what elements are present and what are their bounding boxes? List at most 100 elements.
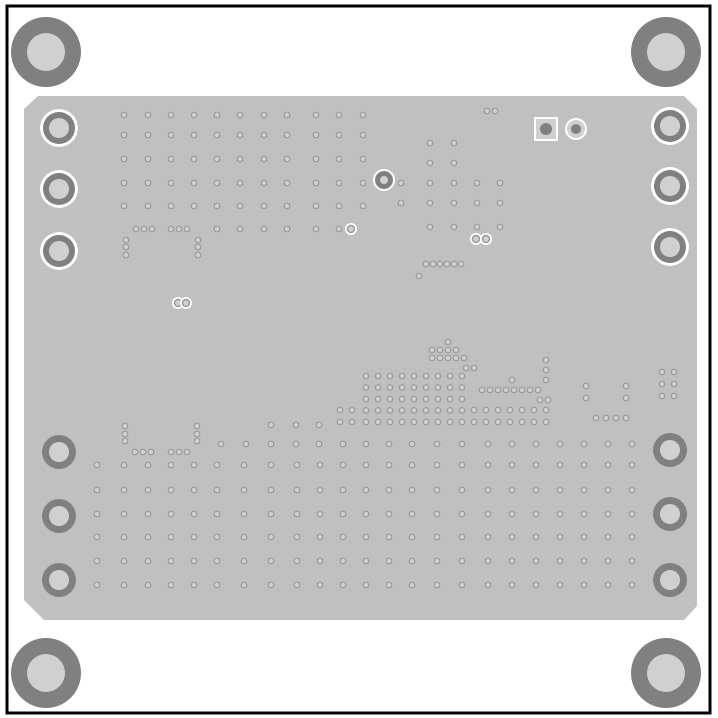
pad-drill [660,176,680,196]
via [260,155,268,163]
via [131,448,139,456]
via [335,131,343,139]
via [508,581,516,589]
via [580,461,588,469]
via [446,418,454,426]
via [183,225,191,233]
via [181,298,191,308]
via [120,111,128,119]
via [386,395,394,403]
via [397,179,405,187]
via [494,386,502,394]
via [582,394,590,402]
via [293,557,301,565]
via [348,418,356,426]
via [175,448,183,456]
via [213,155,221,163]
via [422,418,430,426]
via [422,260,430,268]
via [532,533,540,541]
via [190,510,198,518]
via [580,510,588,518]
via [362,395,370,403]
via [530,406,538,414]
pad-drill [49,506,69,526]
via [93,486,101,494]
via [385,440,393,448]
via [494,418,502,426]
pad-drill [49,241,69,261]
via [336,418,344,426]
via [144,557,152,565]
via [385,557,393,565]
via [362,440,370,448]
via [316,461,324,469]
via [426,139,434,147]
via [458,581,466,589]
via [194,251,202,259]
via [240,461,248,469]
via [339,440,347,448]
pad-drill [49,179,69,199]
via [580,486,588,494]
via [385,581,393,589]
via [339,533,347,541]
via [122,243,130,251]
via [518,418,526,426]
via [312,131,320,139]
via [359,179,367,187]
via [410,418,418,426]
via [458,395,466,403]
via [670,368,678,376]
via [534,386,542,394]
via [316,510,324,518]
via [398,372,406,380]
via [628,557,636,565]
via [144,131,152,139]
via [408,486,416,494]
via [398,407,406,414]
via [622,394,630,402]
via [658,368,666,376]
via [486,386,494,394]
via [670,392,678,400]
via [410,372,418,380]
via [144,155,152,163]
via [217,440,225,448]
via [236,131,244,139]
via [429,260,437,268]
via [293,510,301,518]
via [385,533,393,541]
via [240,510,248,518]
via [484,557,492,565]
via [167,581,175,589]
via [470,418,478,426]
via [120,486,128,494]
via [167,155,175,163]
via [293,461,301,469]
via [240,533,248,541]
via [460,354,468,362]
via [120,155,128,163]
via [339,486,347,494]
via [398,384,406,391]
via [190,533,198,541]
via [478,386,486,394]
via [458,440,466,448]
via [240,581,248,589]
via [532,557,540,565]
via [415,272,423,280]
via [339,510,347,518]
via [194,243,202,251]
via [190,486,198,494]
via [446,407,454,414]
via [457,260,465,268]
via [283,131,291,139]
via [502,386,510,394]
via [335,111,343,119]
via [450,223,458,231]
via [444,338,452,346]
via [398,395,406,403]
via [144,179,152,187]
via [267,510,275,518]
